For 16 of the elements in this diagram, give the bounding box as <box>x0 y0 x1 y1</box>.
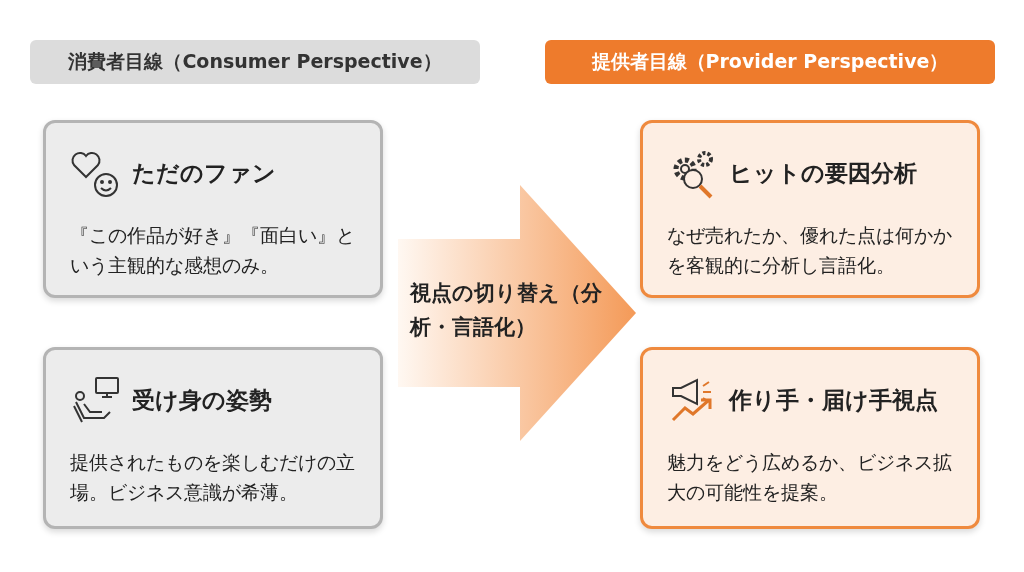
arrow-label: 視点の切り替え（分析・言語化） <box>410 280 603 341</box>
card-description: 魅力をどう広めるか、ビジネス拡大の可能性を提案。 <box>667 451 953 505</box>
card-description: 『この作品が好き』『面白い』という主観的な感想のみ。 <box>70 224 356 278</box>
info-card <box>43 347 383 529</box>
header-band: 消費者目線（Consumer Perspective） <box>30 40 480 84</box>
card-title: 受け身の姿勢 <box>132 385 272 415</box>
header-band: 提供者目線（Provider Perspective） <box>545 40 995 84</box>
card-title: ただのファン <box>132 158 276 188</box>
transition-arrow <box>398 185 638 441</box>
info-card <box>640 120 980 298</box>
info-card <box>43 120 383 298</box>
card-title: 作り手・届け手視点 <box>729 385 938 415</box>
info-card <box>640 347 980 529</box>
card-description: 提供されたものを楽しむだけの立場。ビジネス意識が希薄。 <box>70 451 356 505</box>
card-title: ヒットの要因分析 <box>729 158 917 188</box>
card-description: なぜ売れたか、優れた点は何かかを客観的に分析し言語化。 <box>667 224 953 278</box>
